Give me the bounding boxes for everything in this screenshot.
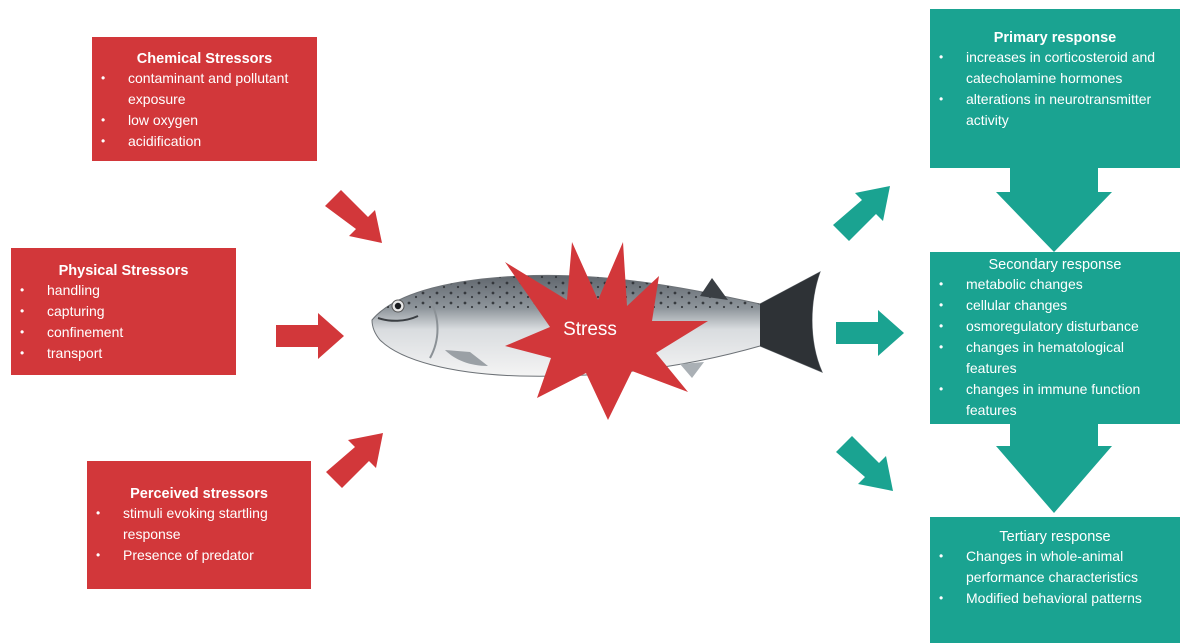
list-item: confinement bbox=[11, 322, 236, 343]
physical-stressors-title: Physical Stressors bbox=[11, 262, 236, 280]
list-item: Presence of predator bbox=[87, 545, 311, 566]
list-item: low oxygen bbox=[92, 110, 317, 131]
perceived-stressors-title: Perceived stressors bbox=[87, 485, 311, 503]
primary-response-title: Primary response bbox=[930, 29, 1180, 47]
arrow-fish-to-secondary bbox=[836, 310, 904, 356]
secondary-response-list: metabolic changes cellular changes osmor… bbox=[930, 274, 1180, 421]
list-item: Modified behavioral patterns bbox=[930, 588, 1180, 609]
physical-stressors-list: handling capturing confinement transport bbox=[11, 280, 236, 364]
list-item: capturing bbox=[11, 301, 236, 322]
list-item: contaminant and pollutant exposure bbox=[92, 68, 317, 110]
primary-response-box: Primary response increases in corticoste… bbox=[930, 9, 1180, 168]
list-item: acidification bbox=[92, 131, 317, 152]
stress-label: Stress bbox=[552, 318, 628, 342]
list-item: increases in corticosteroid and catechol… bbox=[930, 47, 1180, 89]
tertiary-response-title: Tertiary response bbox=[930, 528, 1180, 546]
list-item: alterations in neurotransmitter activity bbox=[930, 89, 1180, 131]
list-item: stimuli evoking startling response bbox=[87, 503, 311, 545]
tertiary-response-box: Tertiary response Changes in whole-anima… bbox=[930, 517, 1180, 643]
arrow-chemical-to-fish bbox=[325, 190, 382, 243]
list-item: changes in immune function features bbox=[930, 379, 1180, 421]
arrow-perceived-to-fish bbox=[326, 433, 383, 488]
perceived-stressors-list: stimuli evoking startling response Prese… bbox=[87, 503, 311, 566]
arrow-physical-to-fish bbox=[276, 313, 344, 359]
primary-response-list: increases in corticosteroid and catechol… bbox=[930, 47, 1180, 131]
list-item: osmoregulatory disturbance bbox=[930, 316, 1180, 337]
arrow-fish-to-tertiary bbox=[836, 436, 893, 491]
arrow-primary-to-secondary bbox=[996, 168, 1112, 252]
physical-stressors-box: Physical Stressors handling capturing co… bbox=[11, 248, 236, 375]
list-item: metabolic changes bbox=[930, 274, 1180, 295]
chemical-stressors-box: Chemical Stressors contaminant and pollu… bbox=[92, 37, 317, 161]
list-item: cellular changes bbox=[930, 295, 1180, 316]
tertiary-response-list: Changes in whole-animal performance char… bbox=[930, 546, 1180, 609]
arrow-fish-to-primary bbox=[833, 186, 890, 241]
list-item: transport bbox=[11, 343, 236, 364]
list-item: changes in hematological features bbox=[930, 337, 1180, 379]
list-item: handling bbox=[11, 280, 236, 301]
list-item: Changes in whole-animal performance char… bbox=[930, 546, 1180, 588]
perceived-stressors-box: Perceived stressors stimuli evoking star… bbox=[87, 461, 311, 589]
secondary-response-title: Secondary response bbox=[930, 256, 1180, 274]
chemical-stressors-list: contaminant and pollutant exposure low o… bbox=[92, 68, 317, 152]
secondary-response-box: Secondary response metabolic changes cel… bbox=[930, 252, 1180, 424]
chemical-stressors-title: Chemical Stressors bbox=[92, 50, 317, 68]
arrow-secondary-to-tertiary bbox=[996, 424, 1112, 513]
